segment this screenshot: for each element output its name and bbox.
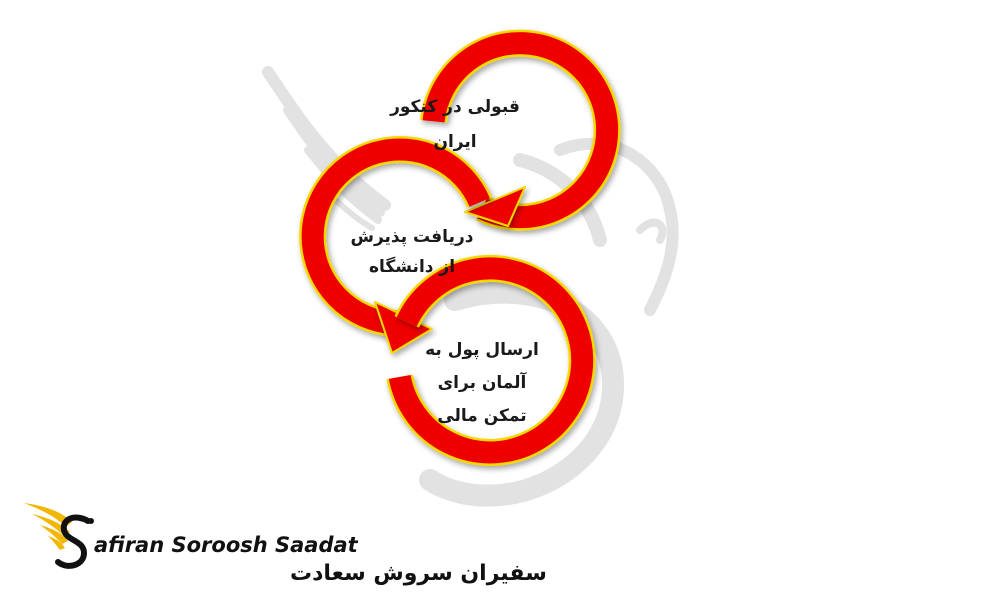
step-3-line-1: ارسال پول به — [425, 340, 539, 360]
wing-icon — [24, 503, 72, 550]
step-ring-3 — [386, 254, 596, 466]
step-1-text: قبولی در کنکور ایران — [389, 97, 520, 152]
step-3-line-2: آلمان برای — [438, 371, 528, 393]
brand-name-english: afiran Soroosh Saadat — [94, 533, 359, 557]
step-2-line-2: از دانشگاه — [369, 256, 455, 277]
brand-logo: afiran Soroosh Saadat سفیران سروش سعادت — [24, 503, 547, 586]
step-3-text: ارسال پول به آلمان برای تمکن مالی — [425, 340, 539, 426]
step-2-line-1: دریافت پذیرش — [351, 227, 474, 247]
step-1-line-1: قبولی در کنکور — [389, 97, 520, 117]
step-arrowhead-1 — [464, 186, 526, 227]
step-ring-1 — [420, 29, 621, 231]
step-3-line-3: تمکن مالی — [437, 406, 526, 426]
brand-name-persian: سفیران سروش سعادت — [290, 561, 547, 586]
step-2-text: دریافت پذیرش از دانشگاه — [351, 227, 474, 277]
step-1-line-2: ایران — [433, 132, 476, 152]
step-ring-2 — [299, 135, 493, 337]
s-mark-icon — [55, 514, 94, 569]
